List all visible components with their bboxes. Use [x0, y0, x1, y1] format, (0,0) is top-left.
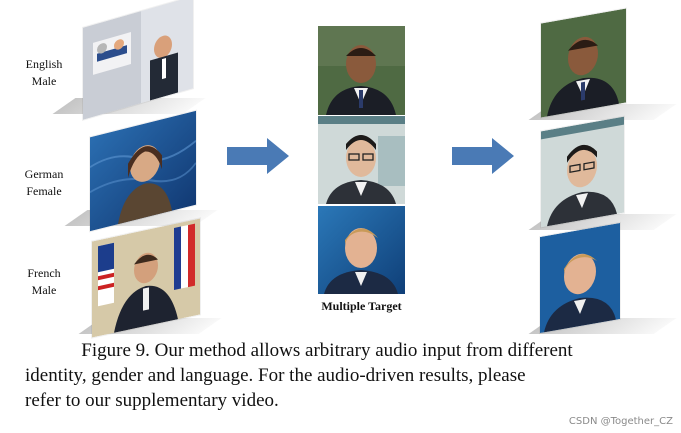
caption-line: Figure 9. Our method allows arbitrary au… [81, 340, 573, 361]
target-image-2 [318, 116, 405, 204]
arrow-right-icon [227, 138, 289, 174]
label-line: French [27, 266, 61, 280]
caption-line: identity, gender and language. For the a… [25, 365, 526, 386]
result-image-3 [540, 222, 620, 334]
source-image-french-male [92, 218, 200, 338]
source-label-english-male: English Male [4, 56, 84, 90]
figure-caption: Figure 9. Our method allows arbitrary au… [0, 338, 667, 413]
source-image-german-female [90, 110, 196, 232]
target-image-3 [318, 206, 405, 294]
label-line: Male [31, 283, 57, 297]
source-label-german-female: German Female [4, 166, 84, 200]
source-label-french-male: French Male [4, 265, 84, 299]
result-image-1 [541, 8, 626, 118]
target-image-1 [318, 26, 405, 115]
target-label: Multiple Target [321, 299, 402, 313]
caption-line: refer to our supplementary video. [25, 390, 279, 411]
label-line: English [25, 57, 63, 71]
arrow-right-icon [452, 138, 514, 174]
result-image-2 [541, 116, 624, 228]
source-image-english-male [83, 0, 193, 120]
label-line: German [24, 167, 64, 181]
watermark: CSDN @Together_CZ [568, 416, 673, 427]
label-line: Female [26, 184, 62, 198]
label-line: Male [31, 74, 57, 88]
